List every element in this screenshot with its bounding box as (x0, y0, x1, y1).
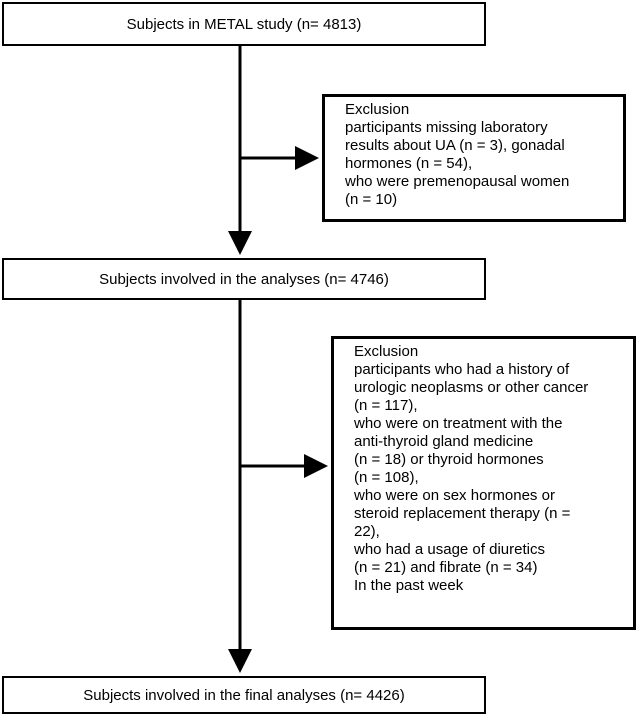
exclusion2-line: (n = 108), (354, 469, 419, 486)
box-final-analyses-label: Subjects involved in the final analyses … (83, 686, 405, 704)
exclusion1-line: results about UA (n = 3), gonadal (345, 137, 565, 154)
exclusion2-line: In the past week (354, 577, 464, 594)
exclusion2-line: anti-thyroid gland medicine (354, 433, 534, 450)
exclusion2-line: (n = 117), (354, 397, 418, 414)
exclusion2-line: who were on sex hormones or (354, 487, 555, 504)
exclusion1-line: Exclusion (345, 101, 410, 118)
box-metal-study-label: Subjects in METAL study (n= 4813) (126, 15, 362, 33)
exclusion2-line: urologic neoplasms or other cancer (354, 379, 589, 396)
exclusion1-line: hormones (n = 54), (345, 155, 473, 172)
box-final-analyses: Subjects involved in the final analyses … (2, 676, 486, 714)
exclusion1-line: (n = 10) (345, 191, 398, 208)
box-analyses: Subjects involved in the analyses (n= 47… (2, 258, 486, 300)
exclusion2-line: Exclusion (354, 343, 419, 360)
exclusion-box-2: Exclusion participants who had a history… (331, 336, 636, 630)
exclusion2-line: (n = 21) and fibrate (n = 34) (354, 559, 538, 576)
box-metal-study: Subjects in METAL study (n= 4813) (2, 2, 486, 46)
exclusion1-line: who were premenopausal women (345, 173, 570, 190)
exclusion2-line: who had a usage of diuretics (354, 541, 545, 558)
exclusion2-line: (n = 18) or thyroid hormones (354, 451, 544, 468)
exclusion2-line: participants who had a history of (354, 361, 570, 378)
exclusion-box-1: Exclusion participants missing laborator… (322, 94, 626, 222)
exclusion2-line: who were on treatment with the (354, 415, 563, 432)
exclusion2-line: steroid replacement therapy (n = (354, 505, 571, 522)
exclusion2-line: 22), (354, 523, 380, 540)
exclusion1-line: participants missing laboratory (345, 119, 548, 136)
box-analyses-label: Subjects involved in the analyses (n= 47… (99, 270, 389, 288)
